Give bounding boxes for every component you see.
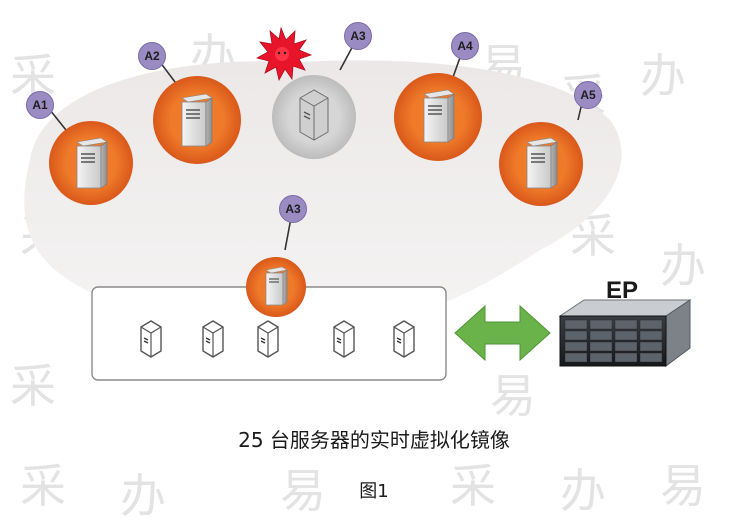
virtual-server-icon <box>333 320 355 358</box>
server-a3-migrated <box>246 257 306 317</box>
node-label-a4: A4 <box>451 32 479 60</box>
watermark-char: 办 <box>660 239 706 293</box>
virtual-server-icon <box>257 320 279 358</box>
watermark-char: 采 <box>10 359 56 413</box>
watermark-char: 办 <box>640 49 686 103</box>
watermark-char: 易 <box>280 464 326 518</box>
server-a2 <box>153 76 241 164</box>
virtual-server-icon <box>140 320 162 358</box>
watermark-char: 易 <box>660 459 706 513</box>
watermark-char: 办 <box>560 464 606 518</box>
diagram-caption: 25 台服务器的实时虚拟化镜像 <box>238 428 510 452</box>
virtual-server-icon <box>202 320 224 358</box>
node-label-a3: A3 <box>344 22 372 50</box>
node-label-a5: A5 <box>574 81 602 109</box>
storage-label: EP <box>606 277 639 304</box>
virtual-server-icon <box>393 320 415 358</box>
storage-array-ep <box>558 299 692 367</box>
figure-label: 图1 <box>359 481 389 502</box>
watermark-char: 采 <box>450 459 496 513</box>
server-a5 <box>499 122 583 206</box>
failure-burst-icon <box>255 26 313 82</box>
virtual-server-row <box>140 320 415 358</box>
node-label-a1: A1 <box>26 91 54 119</box>
node-label-a2: A2 <box>138 42 166 70</box>
server-a4 <box>394 73 482 161</box>
watermark-char: 采 <box>20 459 66 513</box>
server-a1 <box>49 121 133 205</box>
bidirectional-arrow-icon <box>454 304 551 362</box>
watermark-char: 易 <box>490 369 536 423</box>
watermark-char: 办 <box>120 469 166 523</box>
server-a3-failed <box>272 75 356 159</box>
node-label-a3-migrated: A3 <box>279 195 307 223</box>
